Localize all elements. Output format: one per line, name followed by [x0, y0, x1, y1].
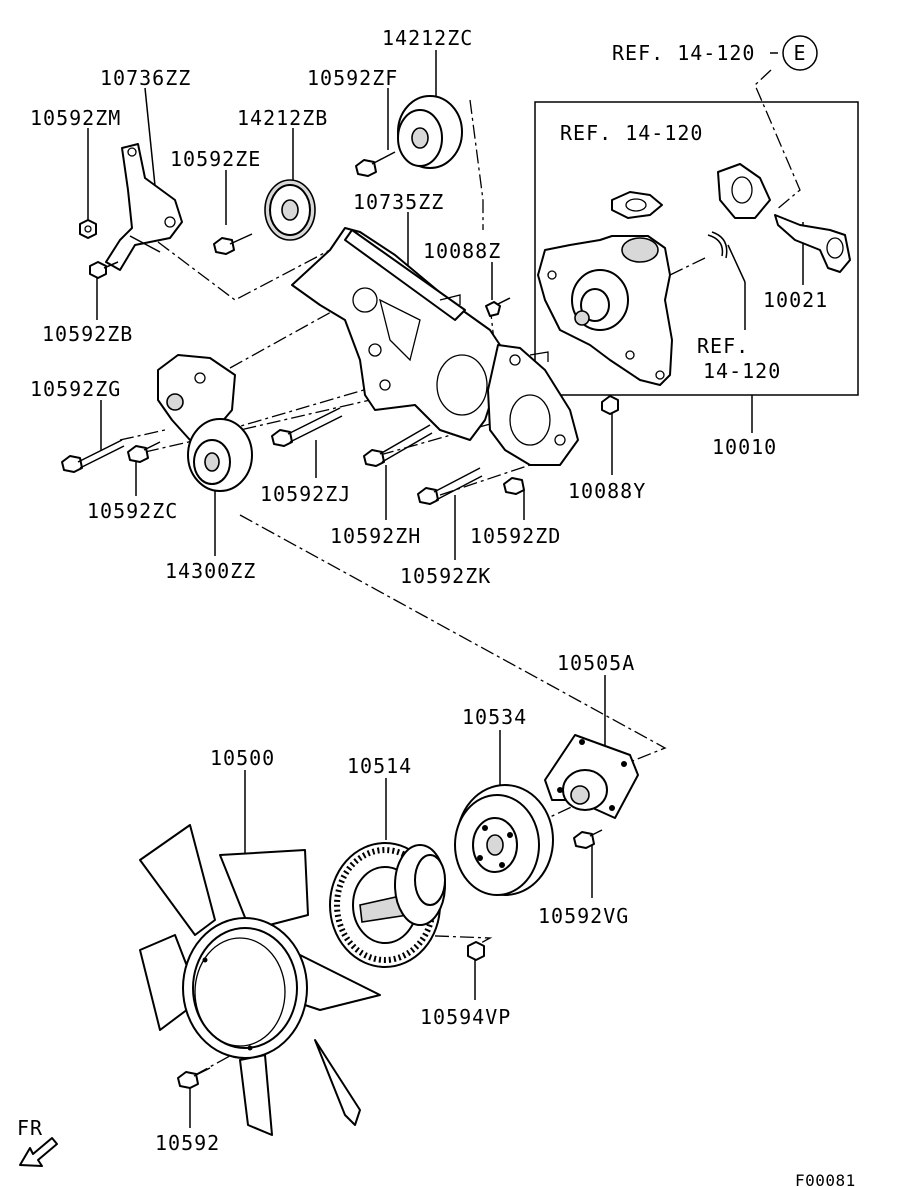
label-10735zz: 10735ZZ — [353, 190, 444, 214]
front-direction-arrow — [19, 1137, 58, 1167]
bolt-10592zk — [417, 467, 483, 505]
label-10505a: 10505A — [557, 651, 635, 675]
label-10500: 10500 — [210, 746, 275, 770]
pulley-10534 — [454, 784, 554, 896]
bolt-10592zb — [89, 261, 119, 279]
main-bracket-10735zz — [291, 227, 501, 441]
idler-pulley-14212zc — [397, 95, 463, 169]
label-ref-box-b1: REF. — [697, 334, 749, 358]
bracket-10736zz — [105, 143, 183, 271]
tensioner-14300zz — [157, 354, 253, 492]
label-ref-box-b2: 14-120 — [703, 359, 781, 383]
bolt-10592vg — [573, 829, 603, 849]
gasket-10021 — [774, 214, 851, 273]
label-10010: 10010 — [712, 435, 777, 459]
bolt-10592zg — [61, 439, 125, 473]
label-ref-box-a: REF. 14-120 — [560, 121, 703, 145]
water-pump-10010 — [537, 235, 673, 386]
idler-pulley-14212zb — [264, 179, 316, 241]
label-10592zm: 10592ZM — [30, 106, 121, 130]
label-ref-top: REF. 14-120 — [612, 41, 755, 65]
bolt-10592zh — [363, 424, 433, 467]
o-ring-ref — [707, 231, 728, 259]
bolt-10592zf — [355, 151, 396, 177]
ref-circle-letter: E — [793, 41, 806, 65]
bolt-10592ze — [213, 233, 253, 255]
fan-clutch-10514 — [329, 842, 446, 968]
ref-circle — [782, 35, 818, 71]
bolt-10088z — [485, 297, 511, 317]
label-14212zc: 14212ZC — [382, 26, 473, 50]
gasket-ref-b — [717, 163, 771, 219]
flange-10505a — [544, 734, 639, 819]
label-10592ze: 10592ZE — [170, 147, 261, 171]
leader-lines — [87, 50, 804, 1128]
label-10088z: 10088Z — [423, 239, 501, 263]
bolt-10592zj — [271, 407, 343, 447]
label-10088y: 10088Y — [568, 479, 646, 503]
nut-10594vp — [467, 941, 485, 961]
label-10592zk: 10592ZK — [400, 564, 491, 588]
pump-housing — [487, 344, 579, 466]
gasket-ref-a — [611, 191, 663, 219]
label-14212zb: 14212ZB — [237, 106, 328, 130]
label-10592zg: 10592ZG — [30, 377, 121, 401]
bolt-10592zd — [503, 477, 525, 495]
diagram-code: F00081 — [795, 1171, 856, 1187]
label-fr: FR — [17, 1116, 43, 1140]
bolt-10088y — [601, 395, 619, 415]
bolt-10592 — [177, 1067, 211, 1089]
label-10592zj: 10592ZJ — [260, 482, 351, 506]
label-10592: 10592 — [155, 1131, 220, 1155]
label-10592zd: 10592ZD — [470, 524, 561, 548]
label-10534: 10534 — [462, 705, 527, 729]
water-pump-box — [534, 101, 859, 396]
label-10021: 10021 — [763, 288, 828, 312]
fan-10500 — [139, 824, 381, 1136]
label-10514: 10514 — [347, 754, 412, 778]
label-10592vg: 10592VG — [538, 904, 629, 928]
label-10736zz: 10736ZZ — [100, 66, 191, 90]
nut-10592zm — [79, 219, 97, 239]
label-10592zf: 10592ZF — [307, 66, 398, 90]
label-14300zz: 14300ZZ — [165, 559, 256, 583]
label-10594vp: 10594VP — [420, 1005, 511, 1029]
label-10592zh: 10592ZH — [330, 524, 421, 548]
label-10592zb: 10592ZB — [42, 322, 133, 346]
label-10592zc: 10592ZC — [87, 499, 178, 523]
bolt-10592zc — [127, 441, 161, 463]
